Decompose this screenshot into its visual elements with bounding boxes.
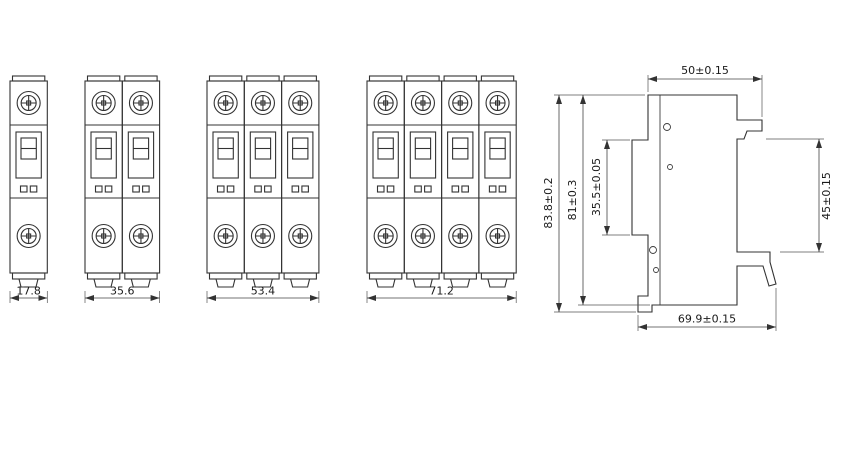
dimension-body-height: 81±0.3 <box>566 95 650 306</box>
dim-label-depth: 69.9±0.15 <box>678 313 736 326</box>
dim-label-side-width: 50±0.15 <box>681 64 729 77</box>
dimension-depth: 69.9±0.15 <box>637 288 777 331</box>
front-view-3pole <box>206 75 320 288</box>
dim-label-width-2pole: 35.6 <box>110 285 135 298</box>
dimension-side-width: 50±0.15 <box>647 64 763 117</box>
dim-label-din-recess: 45±0.15 <box>820 172 833 220</box>
rivet-circle <box>667 164 673 170</box>
rivet-circle <box>663 123 671 131</box>
front-view-1pole <box>9 75 48 288</box>
dimension-width-4pole: 71.2 <box>366 285 517 303</box>
dim-label-width-4pole: 71.2 <box>429 285 454 298</box>
rivet-circle <box>653 267 659 273</box>
dimension-width-1pole: 17.8 <box>9 285 48 303</box>
dim-label-width-3pole: 53.4 <box>251 285 276 298</box>
dimension-front-protrusion: 35.5±0.05 <box>590 139 630 236</box>
dim-label-width-1pole: 17.8 <box>16 285 41 298</box>
rivet-circle <box>649 246 657 254</box>
dimension-din-recess: 45±0.15 <box>766 138 833 253</box>
dim-label-body-height: 81±0.3 <box>566 180 579 221</box>
dim-label-overall-height: 83.8±0.2 <box>542 177 555 228</box>
dim-label-front-protrusion: 35.5±0.05 <box>590 158 603 216</box>
dimension-width-2pole: 35.6 <box>84 285 160 303</box>
dimension-overall-height: 83.8±0.2 <box>542 94 645 313</box>
front-view-2pole <box>84 75 161 288</box>
front-view-4pole <box>366 75 517 288</box>
dimension-width-3pole: 53.4 <box>206 285 320 303</box>
side-view <box>631 94 777 313</box>
